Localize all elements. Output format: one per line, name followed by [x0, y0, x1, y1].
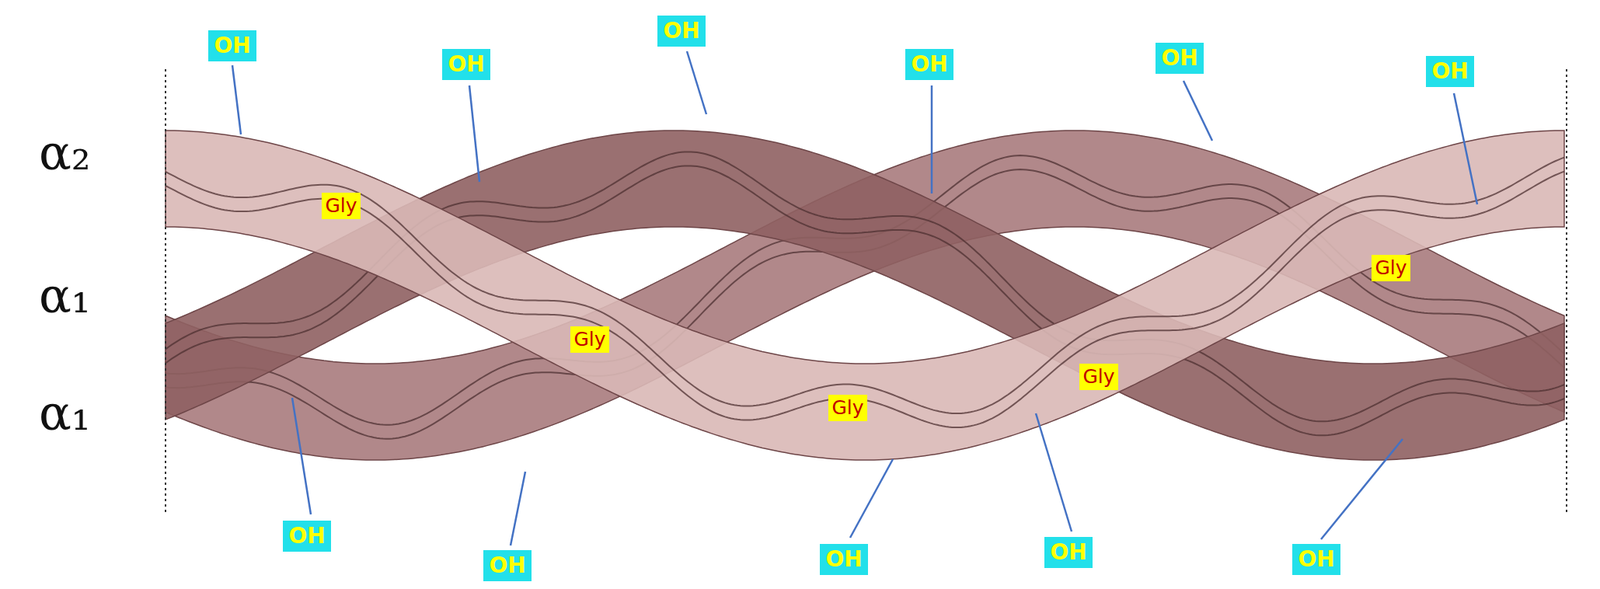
tag-text: OH	[1160, 45, 1198, 72]
tag-text: Gly	[573, 327, 606, 352]
tag-text: OH	[447, 51, 485, 78]
chain-line	[165, 171, 1565, 428]
leader-line	[1183, 80, 1213, 141]
leader-line	[930, 85, 934, 194]
helix-ribbons	[165, 130, 1565, 461]
tag-text: OH	[825, 546, 862, 573]
hydroxyl-tag: OH	[1044, 536, 1092, 569]
helix-ribbon	[165, 130, 1565, 461]
chain-label: α₁	[38, 271, 91, 321]
hydroxyl-tag: OH	[208, 30, 256, 62]
glycine-tag: Gly	[570, 326, 609, 353]
hydroxyl-tag: OH	[1292, 543, 1340, 576]
tag-text: OH	[1049, 539, 1087, 566]
tag-text: OH	[1431, 58, 1468, 85]
glycine-tag: Gly	[1079, 363, 1118, 391]
leader-line	[469, 85, 480, 182]
tag-text: Gly	[1082, 365, 1115, 389]
tag-text: OH	[1297, 546, 1335, 573]
glycine-tag: Gly	[321, 192, 360, 220]
helix-ribbon	[165, 130, 1565, 461]
hydroxyl-tag: OH	[442, 48, 490, 81]
leader-lines	[232, 51, 1478, 546]
boundary-line	[164, 69, 167, 516]
hydroxyl-tag: OH	[1155, 42, 1203, 74]
hydroxyl-tag: OH	[657, 15, 705, 47]
chain-label: α₂	[38, 128, 91, 178]
tag-text: OH	[288, 522, 325, 550]
hydroxyl-tag: OH	[905, 48, 953, 81]
leader-line	[232, 65, 241, 135]
boundary-line	[1565, 69, 1568, 516]
tag-text: OH	[662, 17, 700, 45]
hydroxyl-tag: OH	[282, 520, 331, 552]
tag-text: OH	[910, 51, 948, 78]
helix-ribbon	[165, 130, 1565, 461]
leader-line	[1035, 413, 1072, 532]
tag-text: Gly	[1374, 256, 1407, 280]
tag-text: Gly	[324, 194, 357, 218]
leader-line	[686, 51, 707, 115]
glycine-tag: Gly	[828, 394, 867, 422]
tag-text: OH	[488, 552, 526, 579]
leader-line	[1321, 439, 1403, 540]
glycine-tag: Gly	[1371, 254, 1410, 282]
leader-line	[510, 471, 526, 546]
leader-line	[292, 397, 311, 515]
leader-line	[1453, 93, 1478, 205]
tag-text: OH	[213, 32, 251, 60]
hydroxyl-tag: OH	[1425, 55, 1474, 88]
hydroxyl-tag: OH	[819, 543, 868, 576]
tag-text: Gly	[831, 396, 864, 420]
chain-label: α₁	[38, 389, 91, 438]
chain-line	[165, 157, 1565, 414]
hydroxyl-tag: OH	[483, 550, 531, 582]
leader-line	[850, 459, 893, 538]
